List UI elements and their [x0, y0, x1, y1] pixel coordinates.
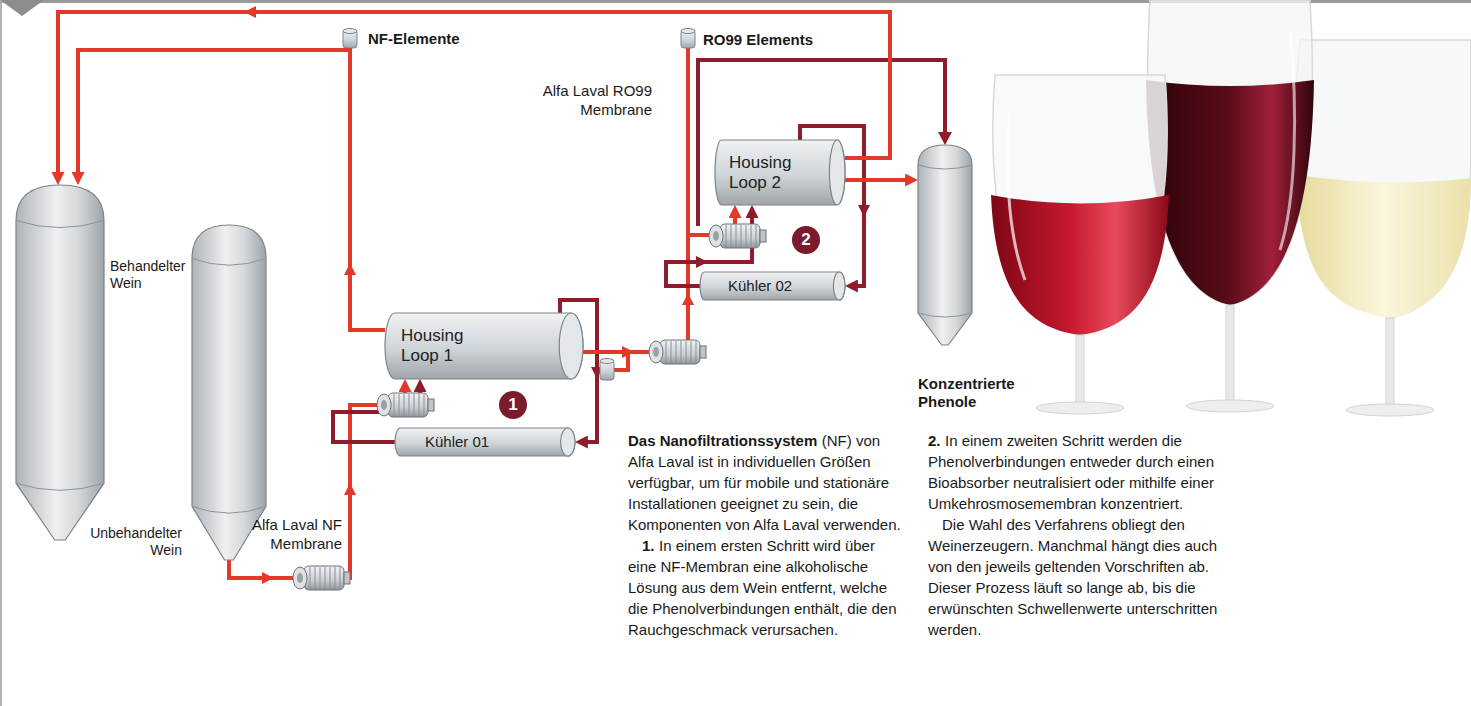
paragraph-heading: Das Nanofiltrationssystem	[628, 432, 817, 449]
component-name: Kühler 02	[700, 277, 792, 294]
dark-red-wine-glass	[1146, 0, 1314, 412]
text-column: 2.In einem zweiten Schritt werden die Ph…	[928, 430, 1223, 640]
tank-outline	[192, 225, 266, 560]
storage-tank: Behandelter Wein	[16, 185, 104, 540]
cooler: Kühler 02	[700, 272, 845, 300]
storage-tank: Konzentrierte Phenole	[918, 145, 972, 345]
element-cylinders	[343, 29, 695, 381]
pipe-connector	[560, 300, 597, 442]
paragraph-text: Die Wahl des Verfahrens obliegt den Wein…	[928, 516, 1217, 638]
membrane-label: Alfa Laval RO99 Membrane	[522, 82, 652, 120]
callout-number: 1	[499, 391, 527, 419]
cooler: Kühler 01	[395, 428, 575, 456]
tank-outline	[918, 145, 972, 345]
tank-outline	[16, 185, 104, 540]
element-label: NF-Elemente	[368, 30, 460, 49]
paragraph: Die Wahl des Verfahrens obliegt den Wein…	[928, 514, 1223, 640]
membrane-housing: Housing Loop 1	[385, 313, 583, 379]
flow-arrows	[244, 6, 694, 584]
paragraph: 2.In einem zweiten Schritt werden die Ph…	[928, 430, 1223, 514]
left-rule	[0, 0, 2, 706]
text-column: Das Nanofiltrationssystem(NF) von Alfa L…	[628, 430, 903, 640]
membrane-housing: Housing Loop 2	[715, 140, 845, 205]
paragraph-heading: 2.	[928, 432, 941, 449]
pump-symbol	[293, 566, 350, 590]
pipe-connector	[845, 178, 909, 182]
paragraph-text: In einem ersten Schritt wird über eine N…	[628, 537, 897, 638]
pump-symbol	[709, 224, 766, 248]
component-name: Housing Loop 1	[385, 326, 481, 365]
storage-tank: Unbehandelter Wein	[192, 225, 266, 560]
paragraph: Das Nanofiltrationssystem(NF) von Alfa L…	[628, 430, 903, 535]
tank-label: Konzentrierte Phenole	[918, 375, 1048, 411]
corner-tab	[0, 0, 44, 16]
pump-symbol	[649, 340, 706, 364]
paragraph-text: In einem zweiten Schritt werden die Phen…	[928, 432, 1214, 512]
loop-arrows	[591, 132, 952, 379]
element-label: RO99 Elements	[703, 31, 813, 50]
paragraph: 1.In einem ersten Schritt wird über eine…	[628, 535, 903, 640]
extra-pipes	[614, 46, 945, 370]
paragraph-heading: 1.	[642, 537, 655, 554]
pump-symbol	[377, 393, 434, 417]
callout-number: 2	[792, 226, 820, 254]
white-wine-glass	[1296, 40, 1471, 416]
membrane-label: Alfa Laval NF Membrane	[232, 516, 342, 554]
component-name: Housing Loop 2	[715, 153, 809, 192]
red-wine-glass	[991, 75, 1169, 414]
tank-label: Unbehandelter Wein	[78, 525, 182, 559]
component-name: Kühler 01	[395, 433, 489, 450]
